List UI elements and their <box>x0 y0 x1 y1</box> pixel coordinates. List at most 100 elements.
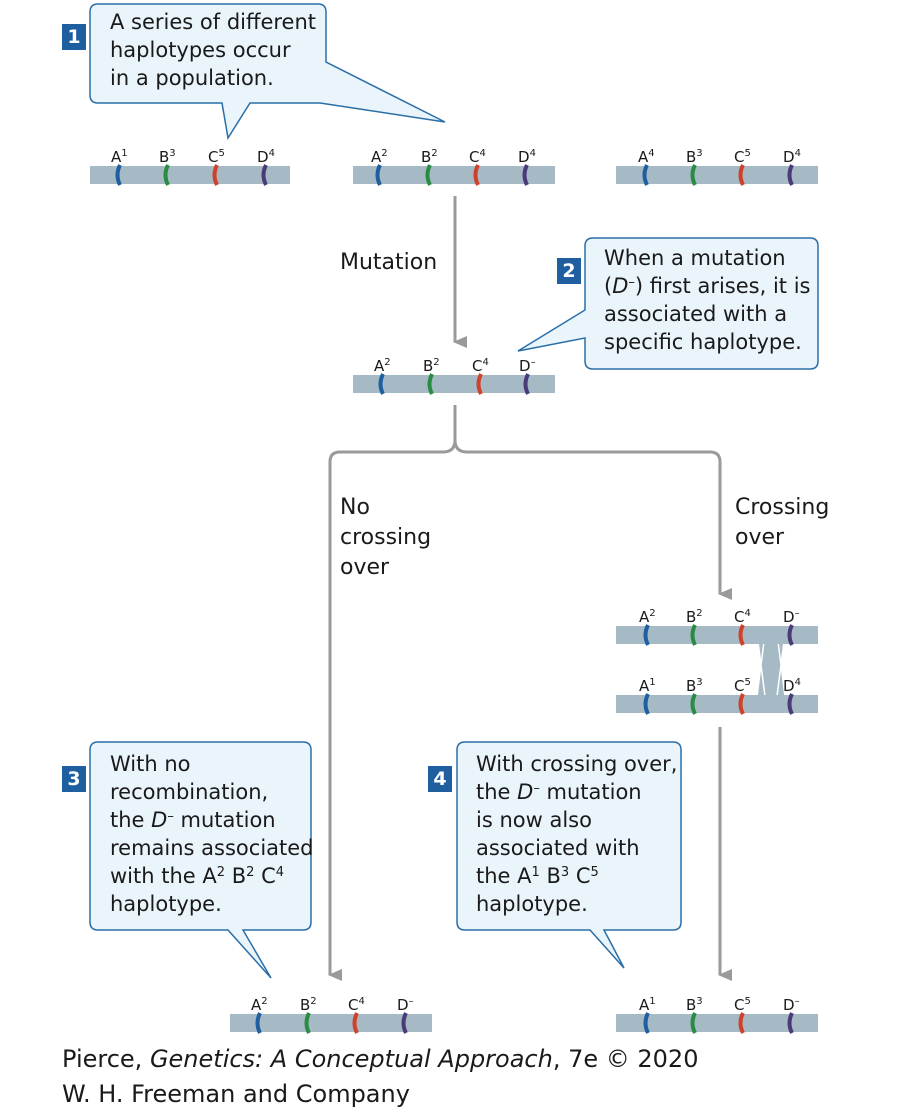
allele-D-label: D– <box>519 357 536 375</box>
allele-C-label: C5 <box>734 677 751 695</box>
allele-B-label: B2 <box>421 148 438 166</box>
callout-2-line: When a mutation <box>604 246 786 270</box>
allele-B-label: B2 <box>300 996 317 1014</box>
allele-A-band <box>115 164 122 186</box>
callout-4-text: With crossing over, the D– mutation is n… <box>476 750 677 918</box>
allele-B-band <box>690 624 697 646</box>
no-crossing-line: No <box>340 495 370 520</box>
allele-C-band <box>212 164 219 186</box>
chromosome-bar <box>353 166 555 184</box>
chromosome-bar <box>353 375 555 393</box>
chromosome-bar <box>616 166 818 184</box>
chromosome-population-2: A2 B2 C4 D4 <box>353 148 555 186</box>
callout-4-line: haplotype. <box>476 892 588 916</box>
step-3-badge: 3 <box>62 766 86 792</box>
mutation-label: Mutation <box>340 250 438 275</box>
allele-C-label: C5 <box>208 148 225 166</box>
allele-A-label: A1 <box>639 996 656 1014</box>
allele-B-band <box>427 373 434 395</box>
callout-2-line: (D–) first arises, it is <box>604 274 811 298</box>
allele-A-label: A2 <box>374 357 391 375</box>
allele-A-band <box>255 1012 262 1034</box>
allele-D-band <box>787 164 794 186</box>
allele-A-label: A2 <box>251 996 268 1014</box>
callout-4-shape <box>456 741 682 969</box>
allele-C-label: C4 <box>734 608 751 626</box>
callout-4-line: the D– mutation <box>476 780 642 804</box>
branch-connector-right <box>453 439 732 600</box>
callout-1-line: A series of different <box>110 10 317 34</box>
allele-D-band <box>523 373 530 395</box>
callout-3-line: remains associated <box>110 836 314 860</box>
flow-arrows <box>328 196 732 981</box>
callout-2-line: specific haplotype. <box>604 330 802 354</box>
allele-B-label: B3 <box>159 148 176 166</box>
allele-A-label: A1 <box>111 148 128 166</box>
chromosome-result-no-crossing: A2 B2 C4 D– <box>230 996 432 1034</box>
chromosome-bar <box>616 626 818 644</box>
callout-3-shape <box>89 741 312 979</box>
chromosome-bar <box>616 1014 818 1032</box>
allele-D-band <box>522 164 529 186</box>
allele-D-label: D– <box>783 996 800 1014</box>
allele-B-label: B3 <box>686 996 703 1014</box>
no-crossing-line: over <box>340 555 390 580</box>
allele-D-label: D– <box>397 996 414 1014</box>
callout-3-line: haplotype. <box>110 892 222 916</box>
callout-2-line: associated with a <box>604 302 788 326</box>
step-1-badge: 1 <box>62 24 86 50</box>
callout-4-line: associated with <box>476 836 640 860</box>
allele-D-label: D4 <box>518 148 536 166</box>
callout-2-text: When a mutation (D–) first arises, it is… <box>604 244 810 356</box>
allele-C-band <box>738 624 745 646</box>
allele-C-label: C5 <box>734 148 751 166</box>
allele-C-band <box>738 1012 745 1034</box>
allele-B-band <box>690 164 697 186</box>
allele-A-band <box>643 624 650 646</box>
step-4-badge: 4 <box>428 766 452 792</box>
no-crossing-line: crossing <box>340 525 432 550</box>
allele-B-label: B3 <box>686 677 703 695</box>
callout-3-line: with the A2 B2 C4 <box>110 864 285 888</box>
allele-B-band <box>690 1012 697 1034</box>
crossing-line: Crossing <box>735 495 830 520</box>
allele-A-label: A4 <box>638 148 655 166</box>
allele-D-band <box>401 1012 408 1034</box>
allele-B-label: B2 <box>423 357 440 375</box>
callout-2-shape <box>517 237 819 370</box>
allele-C-band <box>738 164 745 186</box>
crossing-label: Crossing over <box>735 493 829 553</box>
crossing-line: over <box>735 525 785 550</box>
allele-C-band <box>738 693 745 715</box>
allele-A-band <box>378 373 385 395</box>
allele-C-band <box>476 373 483 395</box>
allele-C-label: C4 <box>469 148 486 166</box>
callout-4-line: is now also <box>476 808 592 832</box>
allele-D-label: D4 <box>783 148 801 166</box>
allele-D-band <box>787 693 794 715</box>
allele-D-label: D– <box>783 608 800 626</box>
callout-1-text: A series of different haplotypes occur i… <box>110 8 316 92</box>
allele-D-band <box>787 624 794 646</box>
allele-D-band <box>787 1012 794 1034</box>
allele-C-label: C4 <box>348 996 365 1014</box>
callouts <box>89 3 819 979</box>
allele-B-band <box>163 164 170 186</box>
chromosome-bar <box>230 1014 432 1032</box>
allele-A-label: A2 <box>371 148 388 166</box>
callout-1-line: in a population. <box>110 66 274 90</box>
callout-3-line: recombination, <box>110 780 269 804</box>
allele-B-band <box>690 693 697 715</box>
allele-C-band <box>352 1012 359 1034</box>
allele-D-band <box>261 164 268 186</box>
allele-B-band <box>304 1012 311 1034</box>
callout-3-line: the D– mutation <box>110 808 276 832</box>
callout-3-text: With no recombination, the D– mutation r… <box>110 750 314 918</box>
allele-A-band <box>643 693 650 715</box>
